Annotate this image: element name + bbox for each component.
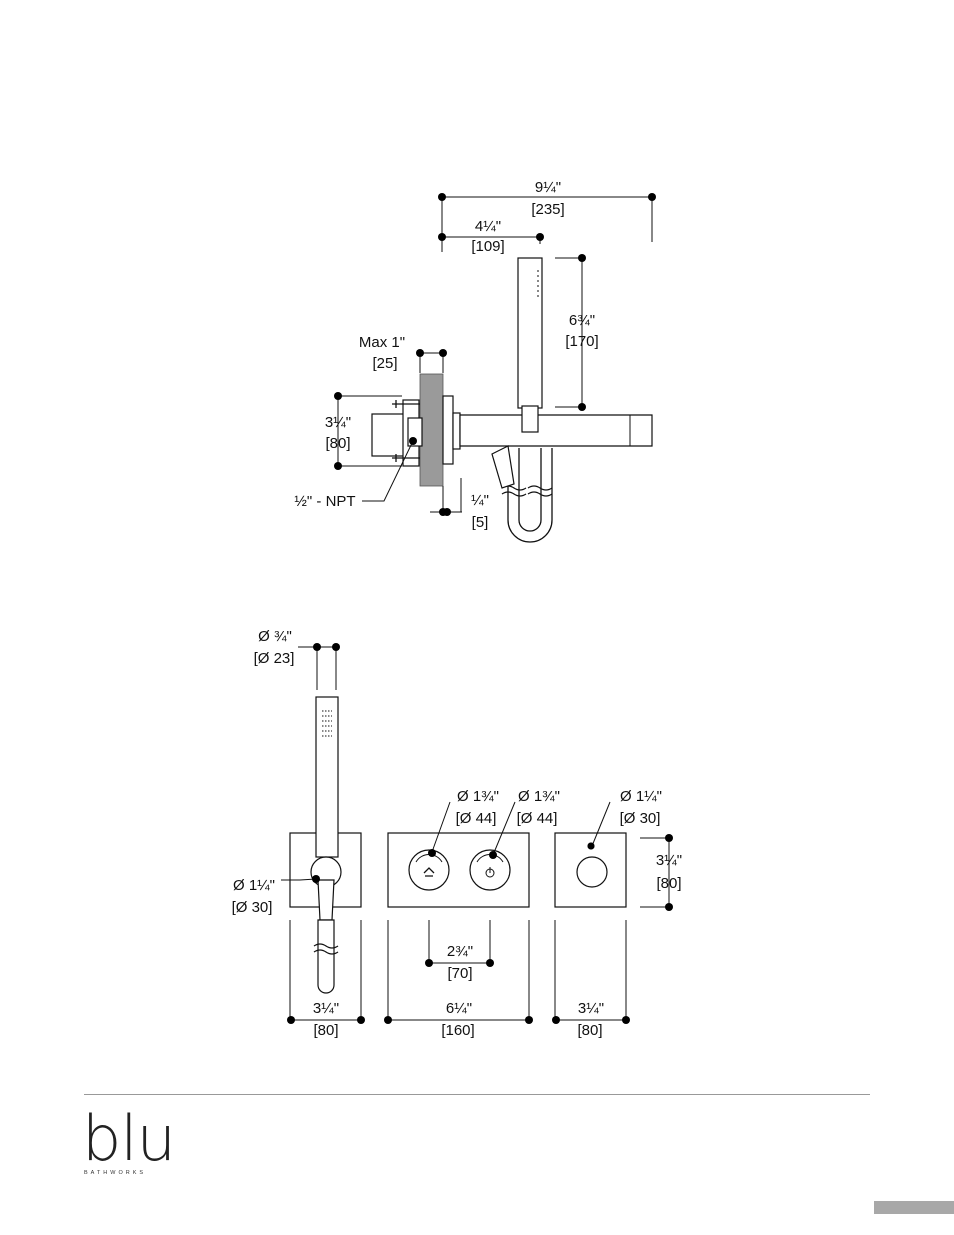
dim-handshower-height: 6¾" [170] bbox=[555, 254, 599, 411]
handle-right-dia-metric: [Ø 44] bbox=[517, 810, 558, 827]
handle-spacing-metric: [70] bbox=[447, 965, 472, 982]
dim-max-wall: Max 1" [25] bbox=[359, 334, 447, 373]
valve-body bbox=[371, 395, 461, 467]
outlet-plate-height-imperial: 3¼" bbox=[656, 852, 682, 869]
brand-logo: blu BATHWORKS bbox=[82, 1102, 176, 1177]
npt-callout: ½" - NPT bbox=[294, 437, 417, 510]
outlet-plate-width-metric: [80] bbox=[577, 1022, 602, 1039]
overall-width-metric: [235] bbox=[531, 201, 564, 218]
outlet-plate-width-imperial: 3¼" bbox=[578, 1000, 604, 1017]
dim-hose-dia: Ø ¾" [Ø 23] bbox=[254, 628, 340, 690]
dim-handle-spacing: 2¾" [70] bbox=[425, 920, 494, 982]
dim-outlet-dia: Ø 1¼" [Ø 30] bbox=[587, 788, 662, 850]
handshower-height-imperial: 6¾" bbox=[569, 312, 595, 329]
handle-right bbox=[469, 849, 511, 891]
valve-height-metric: [80] bbox=[325, 435, 350, 452]
handle-left bbox=[408, 849, 450, 891]
valve-plate-width-metric: [160] bbox=[441, 1022, 474, 1039]
plate-offset-metric: [5] bbox=[472, 514, 489, 531]
wall-section bbox=[419, 373, 444, 487]
handle-right-dia-imperial: Ø 1¾" bbox=[518, 788, 560, 805]
dim-outlet-plate-height: 3¼" [80] bbox=[640, 834, 682, 911]
handshower-side bbox=[491, 257, 543, 489]
footer-divider bbox=[84, 1094, 870, 1095]
page-tab-marker bbox=[874, 1201, 954, 1214]
max-wall-imperial: Max 1" bbox=[359, 334, 405, 351]
technical-drawing: 9¼" [235] 4¼" [109] 6¾" [170] bbox=[232, 179, 683, 1039]
dim-handle-right-dia: Ø 1¾" [Ø 44] bbox=[489, 788, 560, 859]
outlet-dia-imperial: Ø 1¼" bbox=[620, 788, 662, 805]
side-view: 9¼" [235] 4¼" [109] 6¾" [170] bbox=[294, 179, 656, 543]
dim-spout-offset: 4¼" [109] bbox=[438, 218, 544, 255]
handle-spacing-imperial: 2¾" bbox=[447, 943, 473, 960]
holder-plate-width-metric: [80] bbox=[313, 1022, 338, 1039]
handshower-front bbox=[310, 696, 342, 994]
spout-offset-metric: [109] bbox=[471, 238, 504, 255]
holder-dia-imperial: Ø 1¼" bbox=[233, 877, 275, 894]
handshower-height-metric: [170] bbox=[565, 333, 598, 350]
dim-holder-plate-width: 3¼" [80] bbox=[287, 920, 365, 1039]
dim-overall-width: 9¼" [235] bbox=[438, 179, 656, 252]
dim-valve-height: 3¼" [80] bbox=[325, 392, 402, 470]
dim-plate-offset: ¼" [5] bbox=[430, 478, 489, 531]
holder-plate-width-imperial: 3¼" bbox=[313, 1000, 339, 1017]
spout bbox=[459, 414, 653, 447]
brand-tagline: BATHWORKS bbox=[84, 1170, 147, 1176]
max-wall-metric: [25] bbox=[372, 355, 397, 372]
plate-offset-imperial: ¼" bbox=[471, 492, 489, 509]
brand-name: blu bbox=[82, 1102, 176, 1175]
front-view: Ø ¾" [Ø 23] Ø 1¼" bbox=[232, 628, 683, 1039]
dim-holder-dia: Ø 1¼" [Ø 30] bbox=[232, 875, 320, 916]
hose-dia-imperial: Ø ¾" bbox=[258, 628, 292, 645]
hose-dia-metric: [Ø 23] bbox=[254, 650, 295, 667]
dim-outlet-plate-width: 3¼" [80] bbox=[552, 920, 630, 1039]
npt-label: ½" - NPT bbox=[294, 493, 355, 510]
dim-handle-left-dia: Ø 1¾" [Ø 44] bbox=[428, 788, 499, 857]
handle-left-dia-imperial: Ø 1¾" bbox=[457, 788, 499, 805]
dim-valve-plate-width: 6¼" [160] bbox=[384, 920, 533, 1039]
valve-height-imperial: 3¼" bbox=[325, 414, 351, 431]
spout-offset-imperial: 4¼" bbox=[475, 218, 501, 235]
valve-plate-width-imperial: 6¼" bbox=[446, 1000, 472, 1017]
overall-width-imperial: 9¼" bbox=[535, 179, 561, 196]
outlet-plate-height-metric: [80] bbox=[656, 875, 681, 892]
outlet-dia-metric: [Ø 30] bbox=[620, 810, 661, 827]
holder-dia-metric: [Ø 30] bbox=[232, 899, 273, 916]
handle-left-dia-metric: [Ø 44] bbox=[456, 810, 497, 827]
